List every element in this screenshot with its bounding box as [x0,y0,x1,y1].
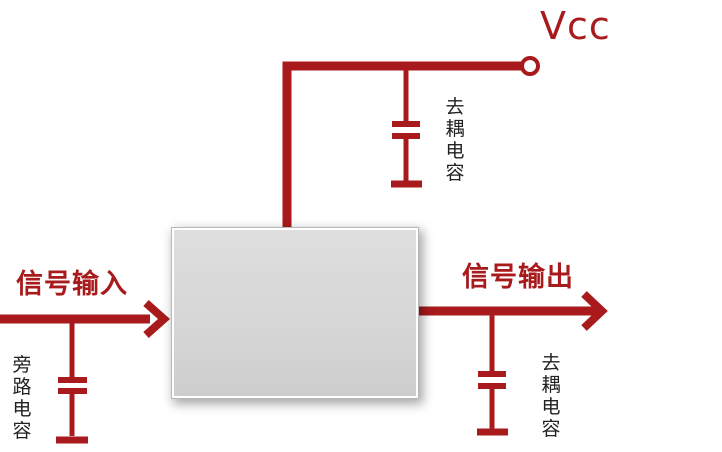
ic-chip-block [172,228,418,398]
decoupling-cap-right-label: 去耦电容 [541,352,561,440]
input-arrow-head [143,300,171,338]
signal-input-label: 信号输入 [16,269,128,300]
vcc-terminal [520,56,540,76]
decoupling-cap-top-label: 去耦电容 [445,96,465,184]
vcc-label: Vcc [540,4,611,48]
bypass-cap-label: 旁路电容 [12,354,32,442]
vcc-rail-wire [282,61,522,230]
output-arrow-head [581,291,608,331]
signal-output-label: 信号输出 [462,262,574,293]
